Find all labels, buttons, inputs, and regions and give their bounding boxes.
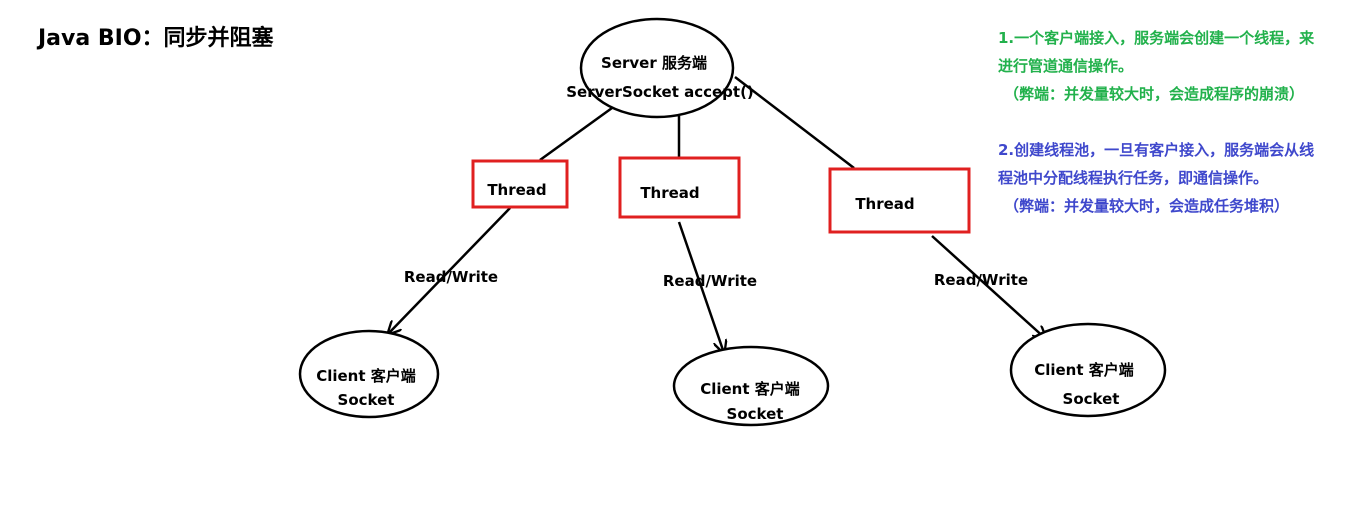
edge-label: Read/Write <box>404 268 498 286</box>
note-thread-pool: 2.创建线程池，一旦有客户接入，服务端会从线 程池中分配线程执行任务，即通信操作… <box>998 136 1314 220</box>
thread-label: Thread <box>487 181 546 199</box>
client-label: Client 客户端 <box>700 380 800 398</box>
server-label: Server 服务端 <box>601 54 707 72</box>
client-socket-label: Socket <box>338 391 395 409</box>
server-socket-label: ServerSocket accept() <box>566 83 754 101</box>
thread-node: Thread <box>828 167 971 234</box>
thread3-client3-arrow <box>931 235 1046 339</box>
client-ellipse <box>298 329 440 419</box>
edge-label: Read/Write <box>663 272 757 290</box>
thread-box <box>828 167 971 234</box>
thread-label: Thread <box>855 195 914 213</box>
client-node: Client 客户端 Socket <box>672 345 830 427</box>
note-line: 1.一个客户端接入，服务端会创建一个线程，来 <box>998 29 1315 47</box>
client-ellipse <box>1009 322 1167 418</box>
client-label: Client 客户端 <box>316 367 416 385</box>
note-drawback: （弊端：并发量较大时，会造成程序的崩溃） <box>1004 85 1305 103</box>
server-ellipse <box>579 17 735 119</box>
server-thread3-connector <box>734 76 855 169</box>
client-node: Client 客户端 Socket <box>1009 322 1167 418</box>
thread2-client2-arrow <box>677 221 724 353</box>
edge-label: Read/Write <box>934 271 1028 289</box>
note-line: 程池中分配线程执行任务，即通信操作。 <box>998 169 1269 187</box>
thread-box <box>618 156 741 219</box>
thread-label: Thread <box>640 184 699 202</box>
client-ellipse <box>672 345 830 427</box>
client-socket-label: Socket <box>727 405 784 423</box>
thread-node: Thread <box>471 159 569 209</box>
thread-node: Thread <box>618 156 741 219</box>
thread-box <box>471 159 569 209</box>
thread1-client1-arrow <box>388 207 511 334</box>
client-node: Client 客户端 Socket <box>298 329 440 419</box>
note-line: 2.创建线程池，一旦有客户接入，服务端会从线 <box>998 141 1315 159</box>
client-socket-label: Socket <box>1063 390 1120 408</box>
note-drawback: （弊端：并发量较大时，会造成任务堆积） <box>1004 197 1290 215</box>
note-line: 进行管道通信操作。 <box>998 57 1134 75</box>
server-node: Server 服务端 ServerSocket accept() <box>566 17 754 119</box>
server-thread1-connector <box>539 106 613 162</box>
client-label: Client 客户端 <box>1034 361 1134 379</box>
page-title: Java BIO：同步并阻塞 <box>38 26 274 51</box>
note-thread-per-client: 1.一个客户端接入，服务端会创建一个线程，来 进行管道通信操作。 （弊端：并发量… <box>998 24 1314 108</box>
